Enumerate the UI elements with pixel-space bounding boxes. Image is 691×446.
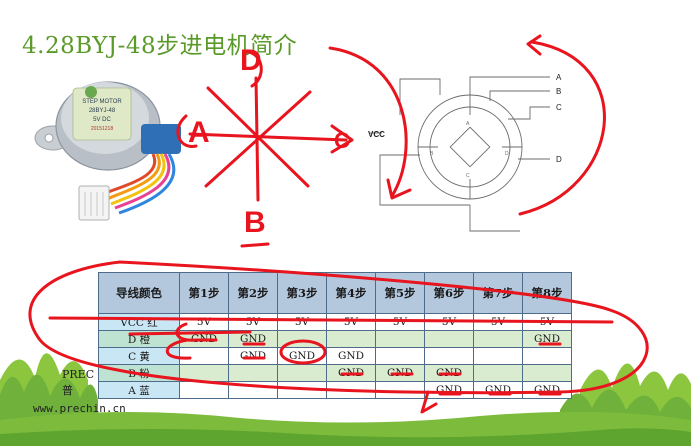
table-row-b: B 粉 GND GND GND [98, 364, 572, 382]
footer-brand-latin: PREC [62, 368, 95, 381]
table-cell: 5V [522, 313, 572, 331]
header-step-6: 第6步 [424, 272, 474, 314]
table-cell [277, 381, 327, 399]
wire-label: VCC 红 [98, 313, 180, 331]
table-row-a: A 蓝 GND GND GND [98, 381, 572, 399]
slide-title: 4.28BYJ-48步进电机简介 [22, 33, 298, 59]
motor-schematic: B D A C VCC A B C D [368, 73, 562, 232]
phase-sequence-table: 导线颜色 第1步 第2步 第3步 第4步 第5步 第6步 第7步 第8步 VCC… [98, 272, 572, 399]
svg-text:D: D [505, 151, 509, 157]
table-cell [228, 364, 278, 382]
header-step-8: 第8步 [522, 272, 572, 314]
table-cell: GND [277, 347, 327, 365]
table-cell: GND [522, 381, 572, 399]
pin-b-label: B [556, 87, 561, 96]
table-cell: 5V [473, 313, 523, 331]
table-cell: GND [228, 347, 278, 365]
table-cell: 5V [375, 313, 425, 331]
table-cell [326, 330, 376, 348]
table-cell: 5V [228, 313, 278, 331]
table-cell [473, 330, 523, 348]
header-step-1: 第1步 [179, 272, 229, 314]
table-cell: 5V [424, 313, 474, 331]
svg-text:A: A [466, 121, 470, 127]
table-cell [522, 364, 572, 382]
table-cell [473, 347, 523, 365]
table-cell [179, 364, 229, 382]
header-step-3: 第3步 [277, 272, 327, 314]
svg-text:B: B [430, 151, 434, 157]
grass-background [0, 353, 691, 446]
table-cell: GND [326, 347, 376, 365]
table-row-vcc: VCC 红 5V 5V 5V 5V 5V 5V 5V 5V [98, 313, 572, 331]
table-cell: 5V [179, 313, 229, 331]
table-cell [375, 347, 425, 365]
table-cell: 5V [277, 313, 327, 331]
pin-d-label: D [556, 155, 562, 164]
table-cell [522, 347, 572, 365]
pin-a-label: A [556, 73, 562, 82]
motor-photo: STEP MOTOR 28BYJ-48 5V DC 20151218 [33, 66, 248, 236]
table-cell [424, 347, 474, 365]
header-wire-color: 导线颜色 [98, 272, 180, 314]
pin-c-label: C [556, 103, 562, 112]
table-cell: GND [424, 364, 474, 382]
table-cell: GND [424, 381, 474, 399]
header-step-5: 第5步 [375, 272, 425, 314]
table-cell: GND [228, 330, 278, 348]
wire-label: A 蓝 [98, 381, 180, 399]
header-step-4: 第4步 [326, 272, 376, 314]
table-cell [179, 381, 229, 399]
wire-label: D 橙 [98, 330, 180, 348]
annotation-letter-c: C [334, 128, 350, 153]
table-cell [424, 330, 474, 348]
svg-text:C: C [466, 173, 470, 179]
table-cell: GND [473, 381, 523, 399]
table-cell: GND [326, 364, 376, 382]
table-row-d: D 橙 GND GND GND [98, 330, 572, 348]
table-cell [277, 364, 327, 382]
table-cell [473, 364, 523, 382]
table-cell: GND [375, 364, 425, 382]
photo-label-line2: 28BYJ-48 [89, 108, 116, 114]
table-cell: GND [179, 330, 229, 348]
table-cell [228, 381, 278, 399]
vcc-label: VCC [368, 130, 385, 139]
wire-label: B 粉 [98, 364, 180, 382]
table-cell [375, 330, 425, 348]
photo-label-line3: 5V DC [93, 117, 111, 123]
annotation-vertical-axis [254, 76, 260, 202]
table-row-c: C 黄 GND GND GND [98, 347, 572, 365]
wire-label: C 黄 [98, 347, 180, 365]
table-header-row: 导线颜色 第1步 第2步 第3步 第4步 第5步 第6步 第7步 第8步 [98, 272, 572, 314]
table-cell [326, 381, 376, 399]
table-cell: 5V [326, 313, 376, 331]
table-cell [375, 381, 425, 399]
footer-url[interactable]: www.prechin.cn [33, 402, 126, 415]
header-step-2: 第2步 [228, 272, 278, 314]
header-step-7: 第7步 [473, 272, 523, 314]
table-cell [277, 330, 327, 348]
table-cell [179, 347, 229, 365]
table-cell: GND [522, 330, 572, 348]
photo-label-line1: STEP MOTOR [82, 99, 122, 105]
footer-brand-cjk: 普 [62, 384, 73, 397]
annotation-arrow-head-vcc [330, 124, 354, 154]
photo-label-line4: 20151218 [91, 126, 113, 132]
